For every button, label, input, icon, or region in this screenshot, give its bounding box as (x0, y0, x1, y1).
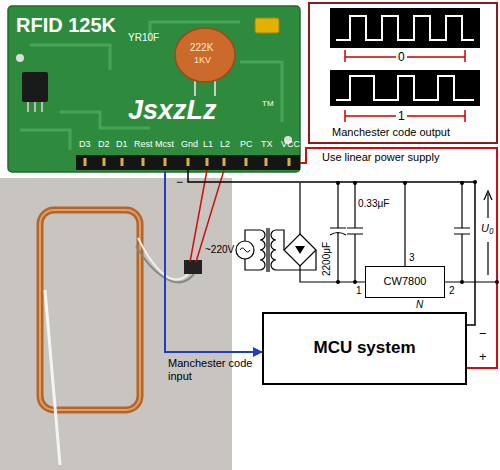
pin-label: D3 (79, 140, 91, 150)
voltage-label: U₀ (481, 222, 494, 234)
pin-number: 1 (356, 285, 362, 296)
edge-label: Manchester code input (168, 357, 264, 382)
rfid-module: RFID 125K JsxzLz (8, 6, 300, 172)
diode-symbol (295, 246, 305, 254)
note: Use linear power supply (322, 151, 439, 163)
pcb-trace (20, 22, 282, 150)
schematic-wire (276, 230, 316, 270)
pin-label: D1 (116, 140, 128, 150)
square-wave (336, 16, 474, 40)
ac-symbol (240, 248, 250, 252)
pin-label: Mcst (155, 140, 174, 150)
polarity-sign: − (479, 327, 487, 341)
pin-label: Rest (134, 140, 153, 150)
waveform-image (330, 70, 480, 106)
bit-value: 0 (396, 51, 407, 64)
cable-strap (45, 290, 60, 465)
ac-source (236, 241, 254, 259)
transistor-lead (28, 102, 42, 112)
mcu-box: MCU system (262, 312, 467, 385)
polarity-sign: + (479, 350, 487, 364)
signal-wire (165, 172, 262, 352)
pin-header (76, 155, 300, 170)
voltage-label: ~220V (205, 244, 234, 255)
bit-value: 1 (396, 110, 407, 123)
regulator-box: CW7800 (365, 266, 445, 298)
schematic-wire (245, 230, 260, 270)
waveform-image (330, 8, 480, 48)
pin-label: L1 (203, 140, 213, 150)
transformer-coil (271, 230, 276, 270)
supply-wire (300, 148, 497, 368)
ground-wire (188, 170, 475, 325)
pin-label: Gnd (181, 140, 198, 150)
pin-label: L2 (220, 140, 230, 150)
pin-label: TX (261, 140, 273, 150)
capacitor-symbol (347, 183, 363, 282)
capacitor-value: 0.33μF (358, 198, 389, 209)
junction-dot (336, 180, 499, 284)
part-name: CW7800 (366, 275, 444, 287)
antenna-coil (40, 210, 140, 410)
capacitor-value: 2200μF (321, 242, 332, 276)
ceramic-capacitor (175, 28, 235, 82)
capacitor-symbol (330, 183, 346, 282)
schematic-wire (300, 183, 497, 282)
board-marking: YR10F (128, 32, 159, 43)
block-title: MCU system (264, 339, 465, 358)
waveform-box: 0 1Manchester code output (308, 2, 498, 144)
pin-label: PC (240, 140, 253, 150)
pin-number: 2 (449, 285, 455, 296)
pin-number: 3 (409, 252, 415, 263)
brand-logo: JsxzLz (128, 96, 217, 126)
transformer-core (267, 228, 269, 272)
board-title: RFID 125K (16, 14, 116, 36)
pin-label: VCC (281, 140, 300, 150)
transistor (22, 72, 48, 102)
pin-label: D2 (98, 140, 110, 150)
square-wave (336, 76, 474, 100)
polarity-sign: − (176, 176, 183, 189)
antenna-connector (184, 260, 202, 274)
bridge-rectifier (284, 234, 316, 266)
box-caption: Manchester code output (332, 126, 450, 138)
trademark: TM (262, 100, 274, 109)
capacitor-marking: 1KV (194, 56, 211, 66)
circuit-board (8, 6, 300, 172)
header-pin (84, 158, 291, 166)
antenna-coil (40, 210, 140, 410)
tantalum-capacitor (255, 18, 279, 33)
transformer-coil (260, 230, 265, 270)
part-label: N (416, 299, 423, 310)
capacitor-symbol (454, 183, 470, 282)
capacitor-marking: 222K (190, 42, 213, 53)
mounting-hole (16, 54, 24, 62)
